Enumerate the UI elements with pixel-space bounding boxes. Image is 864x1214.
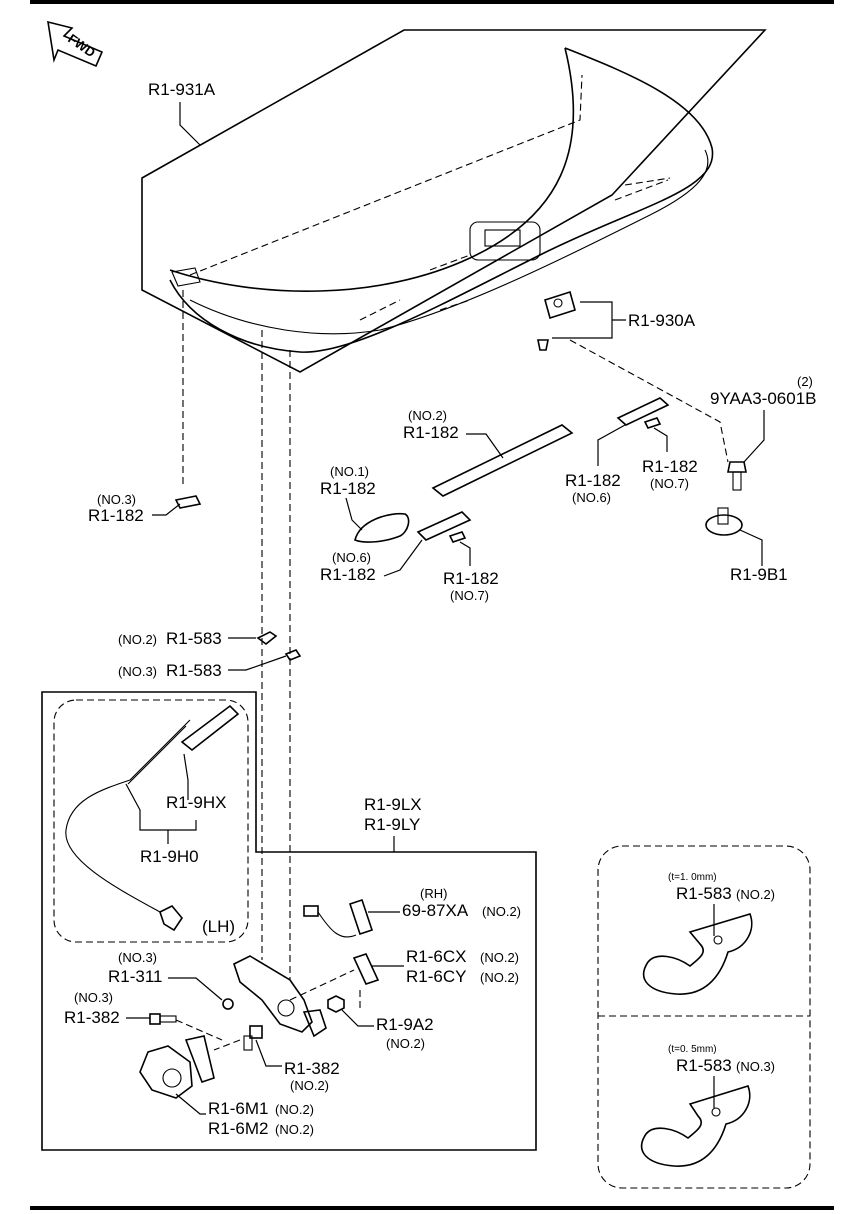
striker-part: [537, 290, 576, 351]
label-motor-b-qual: (NO.2): [275, 1122, 314, 1137]
label-bolt: 9YAA3-0601B: [710, 389, 816, 408]
label-hook2: R1-583: [166, 629, 222, 648]
tape-no7-top: [643, 417, 662, 429]
label-tape-no6-bot-qual: (NO.6): [332, 550, 371, 565]
screw-no3-part: [149, 1013, 177, 1025]
tape-no6-top: [616, 397, 670, 426]
label-tape-no7-top-qual: (NO.7): [650, 476, 689, 491]
label-tape-no7-bot-qual: (NO.7): [450, 588, 489, 603]
bolt-part: [727, 461, 747, 491]
label-lock-a: R1-9LX: [364, 795, 422, 814]
label-tape-no6-top: R1-182: [565, 471, 621, 490]
hook-no2: [256, 631, 278, 646]
label-tape-no3-qual: (NO.3): [97, 492, 136, 507]
lock-group-box: [41, 691, 537, 1151]
label-nut: R1-9A2: [376, 1015, 434, 1034]
screw-no2-part: [243, 1025, 263, 1051]
label-lh: (LH): [202, 917, 235, 936]
label-detail1-part: R1-583: [676, 884, 732, 903]
label-stopper: R1-9B1: [730, 565, 788, 584]
label-handle: R1-9HX: [166, 793, 226, 812]
label-screw2: R1-382: [284, 1059, 340, 1078]
tape-no1: [354, 512, 410, 543]
label-cover-b: R1-6CY: [406, 967, 466, 986]
cable-part: [65, 704, 240, 932]
stopper-part: [705, 507, 743, 536]
label-tape-no2: R1-182: [403, 423, 459, 442]
label-switch-qual: (NO.2): [482, 904, 521, 919]
label-screw3-qual: (NO.3): [74, 990, 113, 1005]
label-tape-no3: R1-182: [88, 506, 144, 525]
label-bolt-qty: (2): [797, 374, 813, 389]
label-detail1-thick: (t=1. 0mm): [668, 872, 717, 883]
tape-no2: [431, 424, 574, 497]
label-tape-no6-top-qual: (NO.6): [572, 490, 611, 505]
label-bush-qual: (NO.3): [118, 950, 157, 965]
fwd-arrow-icon: FWD: [47, 20, 104, 68]
label-striker: R1-930A: [628, 311, 696, 330]
label-tape-no2-qual: (NO.2): [408, 408, 447, 423]
bush-part: [222, 998, 234, 1010]
label-screw3: R1-382: [64, 1008, 120, 1027]
tape-no7-bottom: [448, 531, 467, 543]
motor-part: [139, 1035, 215, 1099]
label-tape-no6-bot: R1-182: [320, 565, 376, 584]
top-rule: [30, 0, 834, 4]
locator-lines: [182, 290, 729, 980]
label-detail2-qual: (NO.3): [736, 1059, 775, 1074]
label-motor-b: R1-6M2: [208, 1119, 268, 1138]
label-cover-b-qual: (NO.2): [480, 970, 519, 985]
trunk-lid: [141, 29, 767, 373]
hook-detail-box: [597, 845, 811, 1189]
hook-detail-1: [642, 913, 753, 995]
label-bush: R1-311: [108, 967, 163, 986]
label-tape-no7-top: R1-182: [642, 457, 698, 476]
cover-part: [352, 953, 380, 985]
label-lock-b: R1-9LY: [364, 815, 420, 834]
label-nut-qual: (NO.2): [386, 1036, 425, 1051]
label-switch: 69-87XA: [402, 901, 469, 920]
label-hook3-qual: (NO.3): [118, 664, 157, 679]
hook-no3: [284, 649, 302, 661]
tape-no3: [174, 495, 202, 509]
hook-detail-2: [640, 1085, 751, 1167]
label-cover-a-qual: (NO.2): [480, 950, 519, 965]
tape-no6-bottom: [416, 511, 472, 541]
label-hook2-qual: (NO.2): [118, 632, 157, 647]
lh-detail-box: [53, 699, 249, 943]
label-motor-a: R1-6M1: [208, 1099, 268, 1118]
label-cable: R1-9H0: [140, 847, 199, 866]
label-cover-a: R1-6CX: [406, 947, 466, 966]
label-lid: R1-931A: [148, 80, 216, 99]
label-detail2-thick: (t=0. 5mm): [668, 1044, 717, 1055]
lock-part: [233, 955, 327, 1038]
label-rh: (RH): [420, 886, 447, 901]
label-screw2-qual: (NO.2): [290, 1078, 329, 1093]
label-detail1-qual: (NO.2): [736, 887, 775, 902]
label-motor-a-qual: (NO.2): [275, 1102, 314, 1117]
label-hook3: R1-583: [166, 661, 222, 680]
label-tape-no1: R1-182: [320, 479, 376, 498]
bottom-rule: [30, 1206, 834, 1210]
nut-part: [327, 995, 345, 1013]
switch-part: [303, 898, 374, 938]
label-detail2-part: R1-583: [676, 1056, 732, 1075]
label-tape-no7-bot: R1-182: [443, 569, 499, 588]
label-tape-no1-qual: (NO.1): [330, 464, 369, 479]
